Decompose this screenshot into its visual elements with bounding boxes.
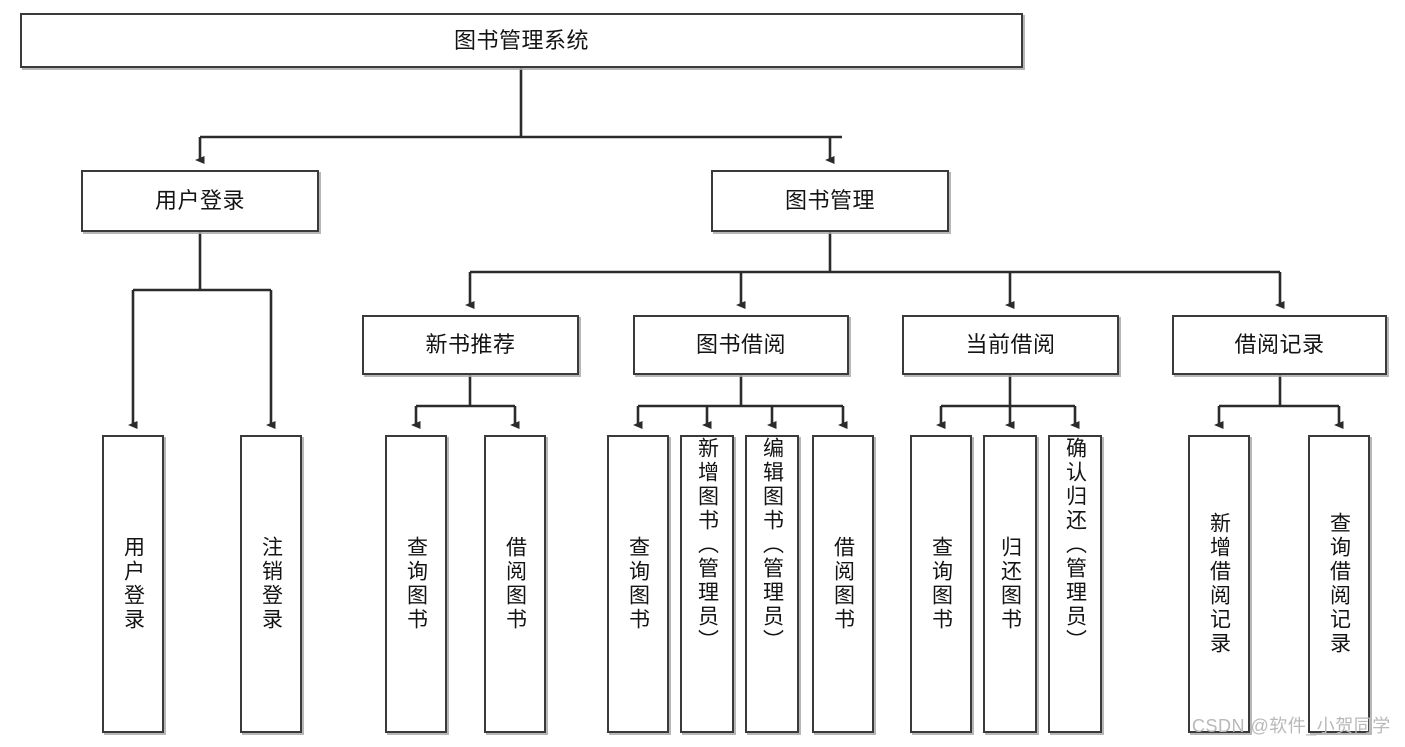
- node-leaf-query-record-label: 查询借阅记录: [1327, 512, 1351, 656]
- node-leaf-logout[interactable]: 注销登录: [240, 435, 302, 733]
- node-leaf-user-login-label: 用户登录: [121, 536, 145, 632]
- node-borrow-record-label: 借阅记录: [1234, 332, 1325, 358]
- node-new-book-rec[interactable]: 新书推荐: [362, 315, 579, 375]
- node-leaf-confirm-return-label: 确认归还（管理员）: [1063, 437, 1087, 653]
- node-leaf-add-book[interactable]: 新增图书（管理员）: [680, 435, 734, 733]
- node-leaf-query-book-3-label: 查询图书: [929, 536, 953, 632]
- node-leaf-query-book-2[interactable]: 查询图书: [607, 435, 669, 733]
- node-current-borrow-label: 当前借阅: [965, 332, 1056, 358]
- node-leaf-query-book-2-label: 查询图书: [626, 536, 650, 632]
- node-leaf-logout-label: 注销登录: [259, 536, 283, 632]
- csdn-watermark: CSDN @软件_小贺同学: [1192, 716, 1391, 736]
- node-leaf-borrow-book-1-label: 借阅图书: [503, 536, 527, 632]
- node-book-borrow-label: 图书借阅: [695, 332, 786, 358]
- node-leaf-query-book-1[interactable]: 查询图书: [385, 435, 447, 733]
- node-leaf-return-book-label: 归还图书: [998, 536, 1022, 632]
- node-user-login-label: 用户登录: [154, 188, 245, 214]
- node-leaf-borrow-book-2[interactable]: 借阅图书: [812, 435, 874, 733]
- node-user-login[interactable]: 用户登录: [81, 170, 319, 232]
- node-leaf-query-book-1-label: 查询图书: [404, 536, 428, 632]
- node-root[interactable]: 图书管理系统: [20, 13, 1023, 68]
- node-leaf-add-record-label: 新增借阅记录: [1207, 512, 1231, 656]
- node-root-label: 图书管理系统: [453, 27, 589, 53]
- node-book-manage-label: 图书管理: [784, 188, 875, 214]
- node-leaf-user-login[interactable]: 用户登录: [102, 435, 164, 733]
- node-leaf-return-book[interactable]: 归还图书: [983, 435, 1037, 733]
- node-leaf-borrow-book-1[interactable]: 借阅图书: [484, 435, 546, 733]
- node-borrow-record[interactable]: 借阅记录: [1172, 315, 1387, 375]
- node-leaf-edit-book-label: 编辑图书（管理员）: [760, 437, 784, 653]
- node-book-manage[interactable]: 图书管理: [711, 170, 949, 232]
- node-leaf-add-record[interactable]: 新增借阅记录: [1188, 435, 1250, 733]
- node-leaf-edit-book[interactable]: 编辑图书（管理员）: [745, 435, 799, 733]
- node-current-borrow[interactable]: 当前借阅: [902, 315, 1119, 375]
- node-new-book-rec-label: 新书推荐: [425, 332, 516, 358]
- node-leaf-query-book-3[interactable]: 查询图书: [910, 435, 972, 733]
- node-leaf-borrow-book-2-label: 借阅图书: [831, 536, 855, 632]
- node-leaf-query-record[interactable]: 查询借阅记录: [1308, 435, 1370, 733]
- node-leaf-confirm-return[interactable]: 确认归还（管理员）: [1048, 435, 1102, 733]
- node-book-borrow[interactable]: 图书借阅: [633, 315, 849, 375]
- node-leaf-add-book-label: 新增图书（管理员）: [695, 437, 719, 653]
